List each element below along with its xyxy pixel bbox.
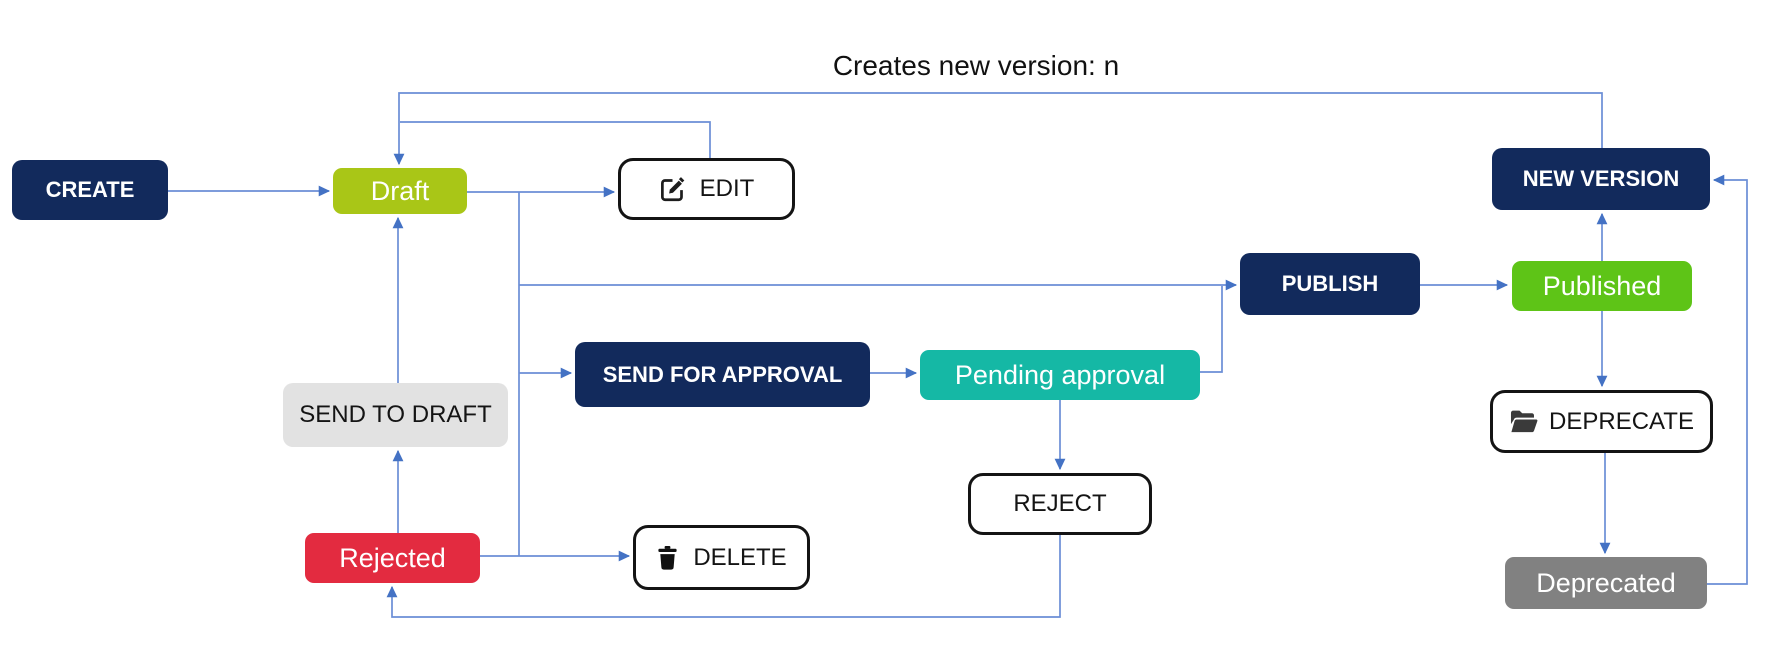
edit-icon — [659, 176, 686, 203]
node-delete: DELETE — [633, 525, 810, 590]
node-send-to-draft: SEND TO DRAFT — [283, 383, 508, 447]
node-new-version-label: NEW VERSION — [1522, 166, 1680, 191]
trash-icon — [656, 545, 679, 571]
node-deprecated: Deprecated — [1505, 557, 1707, 609]
node-create: CREATE — [12, 160, 168, 220]
node-edit: EDIT — [618, 158, 795, 220]
node-publish-label: PUBLISH — [1281, 271, 1379, 296]
node-publish: PUBLISH — [1240, 253, 1420, 315]
edge-edit-draft — [400, 121, 711, 158]
node-edit-label: EDIT — [699, 175, 755, 202]
node-draft: Draft — [333, 168, 467, 214]
node-new-version: NEW VERSION — [1492, 148, 1710, 210]
node-delete-label: DELETE — [693, 543, 787, 571]
node-reject: REJECT — [968, 473, 1152, 535]
node-draft-label: Draft — [370, 175, 430, 206]
node-rejected-label: Rejected — [339, 542, 446, 573]
node-send-for-approval: SEND FOR APPROVAL — [575, 342, 870, 407]
node-deprecated-label: Deprecated — [1536, 567, 1676, 598]
node-deprecate: DEPRECATE — [1490, 390, 1713, 453]
node-rejected: Rejected — [305, 533, 480, 583]
node-published-label: Published — [1542, 270, 1662, 301]
node-send-for-approval-label: SEND FOR APPROVAL — [602, 361, 843, 387]
node-pending-approval: Pending approval — [920, 350, 1200, 400]
edge-deprecated-newversion — [1707, 174, 1748, 585]
edge-pending-publish — [1200, 286, 1223, 373]
node-deprecate-label: DEPRECATE — [1549, 407, 1694, 435]
edge-newversion-draft — [393, 92, 1603, 166]
folder-open-icon — [1509, 409, 1539, 434]
creates-new-version-label: Creates new version: n — [832, 50, 1120, 81]
node-create-label: CREATE — [45, 177, 135, 202]
node-pending-approval-label: Pending approval — [954, 359, 1166, 390]
node-reject-label: REJECT — [1013, 490, 1107, 517]
node-send-to-draft-label: SEND TO DRAFT — [299, 401, 492, 428]
edge-reject-rejected — [386, 535, 1061, 618]
node-published: Published — [1512, 261, 1692, 311]
